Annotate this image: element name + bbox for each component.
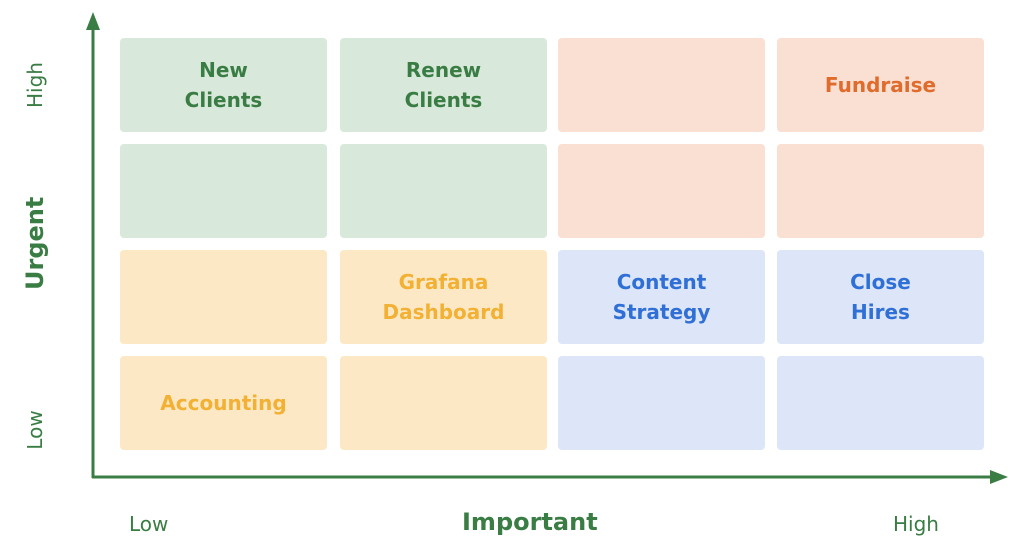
matrix-cell <box>777 356 984 450</box>
matrix-cell-label: New Clients <box>184 58 263 112</box>
matrix-cell: Accounting <box>120 356 327 450</box>
x-axis-low-label: Low <box>129 512 169 536</box>
matrix-cell <box>340 356 547 450</box>
matrix-cell: Grafana Dashboard <box>340 250 547 344</box>
matrix-cell: Content Strategy <box>558 250 765 344</box>
matrix-cell <box>120 144 327 238</box>
y-axis-high-label: High <box>23 62 47 108</box>
matrix-cell: Renew Clients <box>340 38 547 132</box>
matrix-cell <box>558 38 765 132</box>
matrix-cell <box>558 144 765 238</box>
matrix-cell-label: Content Strategy <box>612 270 711 324</box>
x-axis-title: Important <box>462 508 598 536</box>
matrix-cell <box>340 144 547 238</box>
matrix-cell: New Clients <box>120 38 327 132</box>
matrix-cell: Close Hires <box>777 250 984 344</box>
matrix-cell-label: Accounting <box>160 391 287 415</box>
matrix-cell-label: Fundraise <box>824 73 937 97</box>
matrix-cell <box>120 250 327 344</box>
matrix-cell-label: Grafana Dashboard <box>382 270 505 324</box>
matrix-cell-label: Close Hires <box>850 270 911 324</box>
x-axis-arrowhead <box>990 470 1008 484</box>
matrix-cell-label: Renew Clients <box>404 58 483 112</box>
matrix-cell <box>558 356 765 450</box>
y-axis-arrowhead <box>86 12 100 30</box>
x-axis-high-label: High <box>893 512 939 536</box>
matrix-cell <box>777 144 984 238</box>
y-axis-title: Urgent <box>21 196 49 290</box>
y-axis-low-label: Low <box>23 410 47 450</box>
matrix-cell: Fundraise <box>777 38 984 132</box>
